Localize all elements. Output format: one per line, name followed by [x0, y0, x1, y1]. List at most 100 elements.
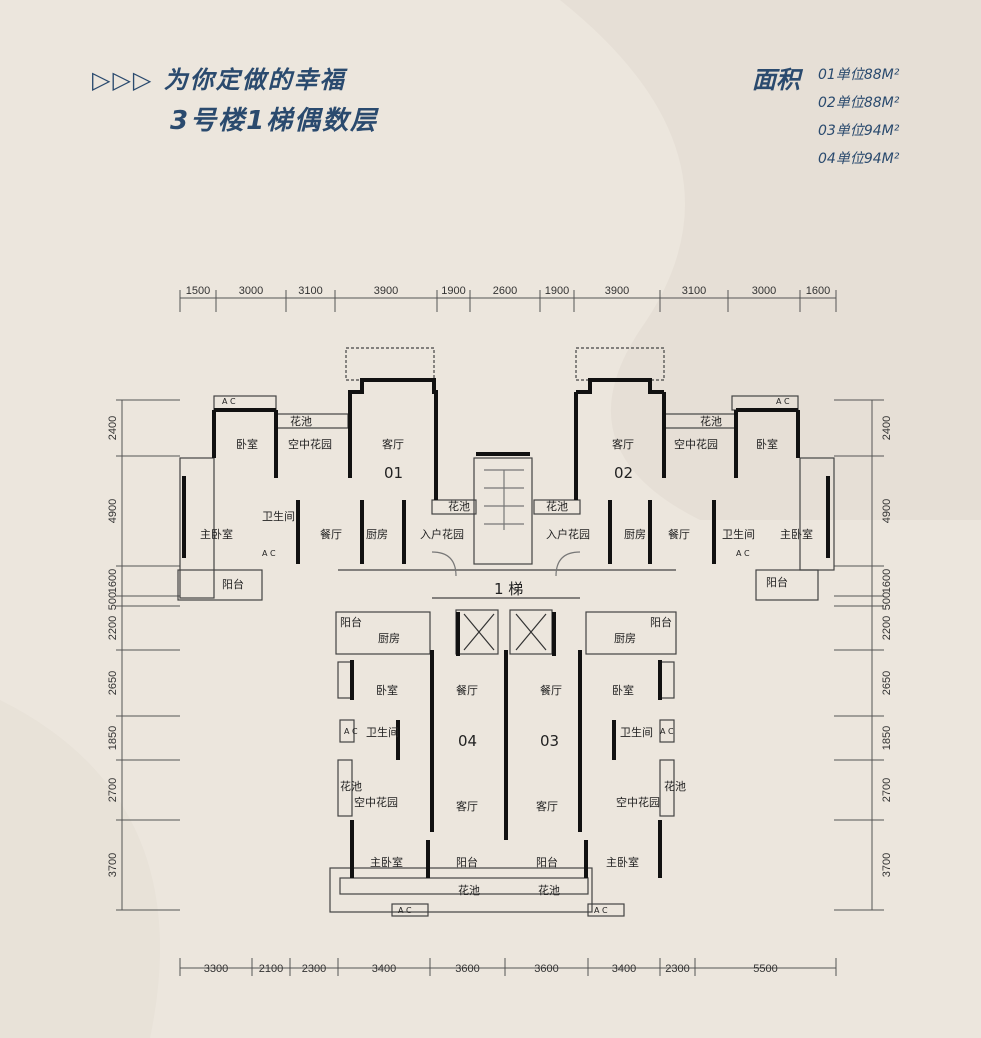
title-line-2: 3号楼1梯偶数层	[170, 106, 379, 136]
room-01-balcony: 阳台	[222, 577, 244, 591]
room-03-bath: 卫生间	[620, 725, 653, 739]
ac-03-side: A C	[660, 727, 674, 736]
dim-right-6: 1850	[881, 726, 893, 750]
room-entry-garden-left: 入户花园	[420, 527, 464, 541]
room-03-living: 客厅	[536, 799, 558, 813]
area-unit-01: 01单位88M²	[818, 67, 900, 83]
room-04-master: 主卧室	[370, 855, 403, 869]
dim-right-0: 2400	[881, 416, 893, 440]
room-01-dining: 餐厅	[320, 527, 342, 541]
dim-left-0: 2400	[107, 416, 119, 440]
planter-03-side: 花池	[664, 780, 686, 793]
dim-bottom-3: 3400	[372, 963, 396, 975]
planter-04-bottom: 花池	[458, 884, 480, 897]
dim-right-3: 500	[881, 592, 893, 610]
unit-03-number: 03	[540, 732, 559, 750]
dim-bottom-4: 3600	[455, 963, 479, 975]
ac-03-bottom: A C	[594, 906, 608, 915]
room-03-balcony: 阳台	[536, 855, 558, 869]
room-02-master: 主卧室	[780, 527, 813, 541]
room-02-planter-top: 花池	[700, 415, 722, 428]
area-unit-03: 03单位94M²	[818, 123, 900, 139]
room-03-bedroom: 卧室	[612, 683, 634, 697]
room-01-master: 主卧室	[200, 527, 233, 541]
dim-top-5: 2600	[493, 285, 517, 297]
room-03-kitchen: 厨房	[614, 632, 636, 645]
room-04-dining: 餐厅	[456, 683, 478, 697]
dim-top-6: 1900	[545, 285, 569, 297]
dim-top-8: 3100	[682, 285, 706, 297]
dim-top-9: 3000	[752, 285, 776, 297]
dim-right-7: 2700	[881, 778, 893, 802]
building-walls	[177, 347, 835, 917]
dim-right-8: 3700	[881, 853, 893, 877]
room-02-living: 客厅	[612, 437, 634, 451]
dim-bottom-0: 3300	[204, 963, 228, 975]
ac-04-bottom: A C	[398, 906, 412, 915]
dim-top-1: 3000	[239, 285, 263, 297]
title-line-1: ▷▷▷ 为你定做的幸福	[92, 66, 346, 94]
room-entry-garden-right: 入户花园	[546, 527, 590, 541]
room-02-balcony: 阳台	[766, 575, 788, 589]
planter-entry-left: 花池	[448, 500, 470, 513]
room-04-bath: 卫生间	[366, 725, 399, 739]
dim-left-1: 4900	[107, 499, 119, 523]
dim-bottom-5: 3600	[534, 963, 558, 975]
room-02-dining: 餐厅	[668, 527, 690, 541]
dim-left-3: 500	[107, 592, 119, 610]
dim-top-4: 1900	[441, 285, 465, 297]
dim-bottom-6: 3400	[612, 963, 636, 975]
room-04-living: 客厅	[456, 799, 478, 813]
ac-02-bath: A C	[736, 549, 750, 558]
room-02-sky-garden: 空中花园	[674, 437, 718, 451]
room-04-kitchen: 厨房	[378, 632, 400, 645]
room-04-balcony-top: 阳台	[340, 615, 362, 629]
room-01-bedroom: 卧室	[236, 437, 258, 451]
room-01-kitchen: 厨房	[366, 528, 388, 541]
room-04-balcony: 阳台	[456, 855, 478, 869]
ac-01-top: A C	[222, 397, 236, 406]
room-03-dining: 餐厅	[540, 683, 562, 697]
dim-left-5: 2650	[107, 671, 119, 695]
dim-left-7: 2700	[107, 778, 119, 802]
area-label: 面积	[752, 66, 800, 94]
planter-entry-right: 花池	[546, 500, 568, 513]
dim-left-6: 1850	[107, 726, 119, 750]
room-01-sky-garden: 空中花园	[288, 437, 332, 451]
unit-01-number: 01	[384, 464, 403, 482]
dimension-lines	[116, 290, 884, 976]
room-02-bath: 卫生间	[722, 527, 755, 541]
dim-right-1: 4900	[881, 499, 893, 523]
dim-right-4: 2200	[881, 616, 893, 640]
unit-04-number: 04	[458, 732, 477, 750]
dim-bottom-1: 2100	[259, 963, 283, 975]
room-01-planter-top: 花池	[290, 415, 312, 428]
dim-bottom-7: 2300	[665, 963, 689, 975]
dim-top-3: 3900	[374, 285, 398, 297]
unit-02-number: 02	[614, 464, 633, 482]
dim-left-8: 3700	[107, 853, 119, 877]
dim-bottom-2: 2300	[302, 963, 326, 975]
room-03-balcony-top: 阳台	[650, 615, 672, 629]
dim-top-0: 1500	[186, 285, 210, 297]
dim-left-4: 2200	[107, 616, 119, 640]
room-03-master: 主卧室	[606, 855, 639, 869]
planter-03-bottom: 花池	[538, 884, 560, 897]
room-02-bedroom: 卧室	[756, 437, 778, 451]
room-01-living: 客厅	[382, 437, 404, 451]
ac-04-side: A C	[344, 727, 358, 736]
room-04-bedroom: 卧室	[376, 683, 398, 697]
room-04-sky-garden: 空中花园	[354, 795, 398, 809]
dim-top-7: 3900	[605, 285, 629, 297]
dim-bottom-8: 5500	[753, 963, 777, 975]
dim-right-2: 1600	[881, 569, 893, 593]
room-02-kitchen: 厨房	[624, 528, 646, 541]
dim-top-2: 3100	[298, 285, 322, 297]
ac-02-top: A C	[776, 397, 790, 406]
room-03-sky-garden: 空中花园	[616, 795, 660, 809]
dim-top-10: 1600	[806, 285, 830, 297]
area-unit-04: 04单位94M²	[818, 151, 900, 167]
ac-01-bath: A C	[262, 549, 276, 558]
